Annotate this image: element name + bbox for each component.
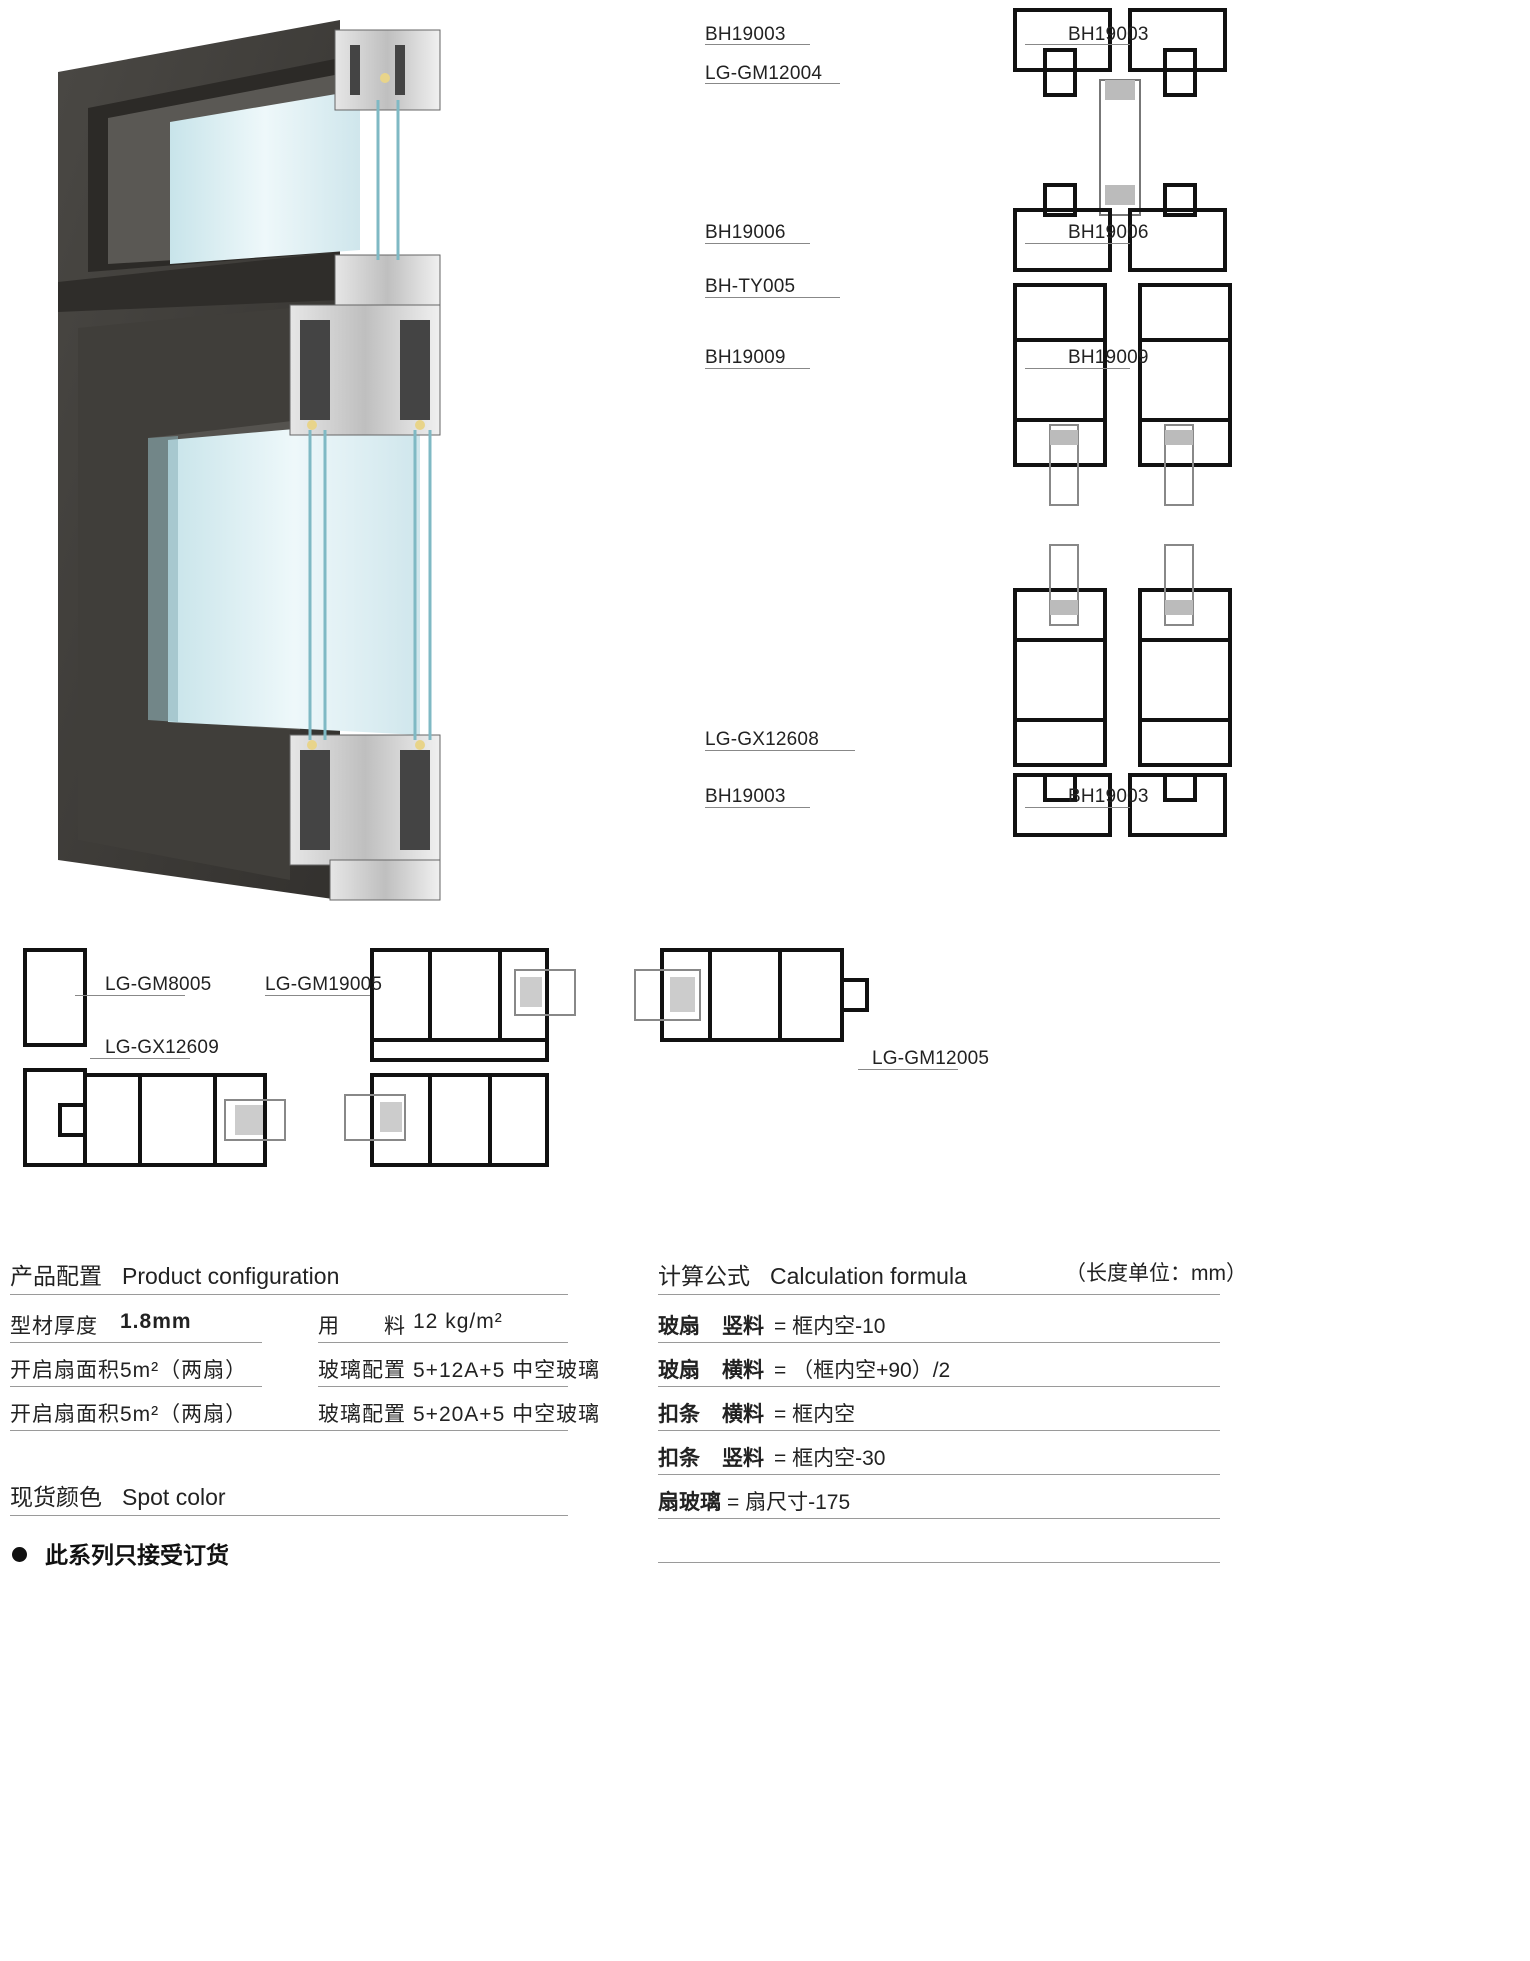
product-config-title: 产品配置 Product configuration — [10, 1257, 339, 1291]
config-row2-key2: 玻璃配置 — [318, 1359, 406, 1382]
config-row3-val1: 5m²（两扇） — [120, 1403, 248, 1426]
leader-line — [705, 83, 840, 84]
formula-row5-a: 扇玻璃 — [658, 1491, 721, 1514]
config-row2-key1: 开启扇面积 — [10, 1359, 120, 1382]
formula-unit: （长度单位：mm） — [1065, 1262, 1247, 1285]
label-bh19009-right: BH19009 — [1068, 347, 1149, 368]
formula-row-1: 玻扇竖料 = 框内空-10 — [658, 1310, 885, 1340]
label-bh19003-bottom-right: BH19003 — [1068, 786, 1149, 807]
bullet-icon — [12, 1547, 27, 1562]
config-row3-val2: 5+20A+5 中空玻璃 — [413, 1403, 601, 1426]
formula-title-cn: 计算公式 — [658, 1263, 750, 1289]
spot-color-title: 现货颜色 Spot color — [10, 1478, 226, 1512]
order-only-note: 此系列只接受订货 — [12, 1536, 229, 1570]
horizontal-section-drawing-right — [634, 948, 869, 1042]
divider — [658, 1294, 1220, 1295]
leader-line — [705, 243, 810, 244]
label-bh19003-top-right: BH19003 — [1068, 24, 1149, 45]
config-row1-key1: 型材厚度 — [10, 1315, 98, 1338]
label-lg-gx12609: LG-GX12609 — [105, 1037, 219, 1058]
formula-title-en: Calculation formula — [770, 1263, 967, 1289]
leader-line — [705, 368, 810, 369]
label-lg-gx12608: LG-GX12608 — [705, 729, 819, 750]
formula-row3-a: 扣条 — [658, 1403, 700, 1426]
formula-row-5: 扇玻璃 = 扇尺寸-175 — [658, 1486, 850, 1516]
leader-line — [90, 1058, 190, 1059]
formula-row4-eq: = 框内空-30 — [774, 1447, 886, 1470]
leader-line — [858, 1069, 958, 1070]
config-row1-key2: 用 料 — [318, 1315, 406, 1338]
formula-row3-eq: = 框内空 — [774, 1403, 856, 1426]
label-lg-gm12005: LG-GM12005 — [872, 1048, 990, 1069]
config-row1-val2: 12 kg/m² — [413, 1310, 503, 1333]
leader-line — [265, 995, 370, 996]
formula-row-3: 扣条横料 = 框内空 — [658, 1398, 855, 1428]
formula-row5-eq: = 扇尺寸-175 — [727, 1491, 851, 1514]
formula-row1-a: 玻扇 — [658, 1315, 700, 1338]
leader-line — [1025, 368, 1130, 369]
divider — [658, 1386, 1220, 1387]
label-bh19006-left: BH19006 — [705, 222, 786, 243]
leader-line — [705, 807, 810, 808]
product-config-title-cn: 产品配置 — [10, 1263, 102, 1289]
leader-line — [705, 297, 840, 298]
divider — [658, 1562, 1220, 1563]
horizontal-section-drawing-left — [23, 948, 286, 1167]
order-only-note-text: 此系列只接受订货 — [45, 1542, 229, 1568]
leader-line — [1025, 243, 1130, 244]
formula-row1-eq: = 框内空-10 — [774, 1315, 886, 1338]
leader-line — [705, 44, 810, 45]
product-config-title-en: Product configuration — [122, 1263, 340, 1289]
divider — [10, 1342, 262, 1343]
leader-line — [75, 995, 185, 996]
formula-row4-b: 竖料 — [722, 1447, 764, 1470]
label-bh19009-left: BH19009 — [705, 347, 786, 368]
config-row2-val2: 5+12A+5 中空玻璃 — [413, 1359, 601, 1382]
label-bh19003-bottom-left: BH19003 — [705, 786, 786, 807]
formula-row2-b: 横料 — [722, 1359, 764, 1382]
config-row2-val1: 5m²（两扇） — [120, 1359, 248, 1382]
leader-line — [1025, 807, 1130, 808]
spot-color-title-cn: 现货颜色 — [10, 1484, 102, 1510]
leader-line — [1025, 44, 1130, 45]
formula-row2-a: 玻扇 — [658, 1359, 700, 1382]
label-bh19006-right: BH19006 — [1068, 222, 1149, 243]
horizontal-section-drawing-middle — [344, 948, 576, 1167]
divider — [318, 1386, 568, 1387]
formula-row2-eq: = （框内空+90）/2 — [774, 1359, 951, 1382]
formula-title: 计算公式 Calculation formula — [658, 1257, 967, 1291]
divider — [10, 1294, 568, 1295]
divider — [658, 1474, 1220, 1475]
formula-row1-b: 竖料 — [722, 1315, 764, 1338]
label-bh19003-top-left: BH19003 — [705, 24, 786, 45]
divider — [318, 1342, 568, 1343]
vertical-section-drawing — [1013, 8, 1232, 837]
divider — [658, 1342, 1220, 1343]
formula-row3-b: 横料 — [722, 1403, 764, 1426]
leader-line — [705, 750, 855, 751]
divider — [10, 1515, 568, 1516]
formula-row4-a: 扣条 — [658, 1447, 700, 1470]
config-row3-key1: 开启扇面积 — [10, 1403, 120, 1426]
label-bh-ty005: BH-TY005 — [705, 276, 796, 297]
divider — [658, 1430, 1220, 1431]
divider — [10, 1386, 262, 1387]
label-lg-gm12004: LG-GM12004 — [705, 63, 823, 84]
config-row1-val1: 1.8mm — [120, 1310, 192, 1333]
label-lg-gm19005: LG-GM19005 — [265, 974, 383, 995]
window-section-render — [58, 20, 441, 901]
divider — [658, 1518, 1220, 1519]
config-row3-key2: 玻璃配置 — [318, 1403, 406, 1426]
divider — [10, 1430, 568, 1431]
formula-row-4: 扣条竖料 = 框内空-30 — [658, 1442, 885, 1472]
spot-color-title-en: Spot color — [122, 1484, 226, 1510]
formula-row-2: 玻扇横料 = （框内空+90）/2 — [658, 1354, 950, 1384]
label-lg-gm8005: LG-GM8005 — [105, 974, 212, 995]
